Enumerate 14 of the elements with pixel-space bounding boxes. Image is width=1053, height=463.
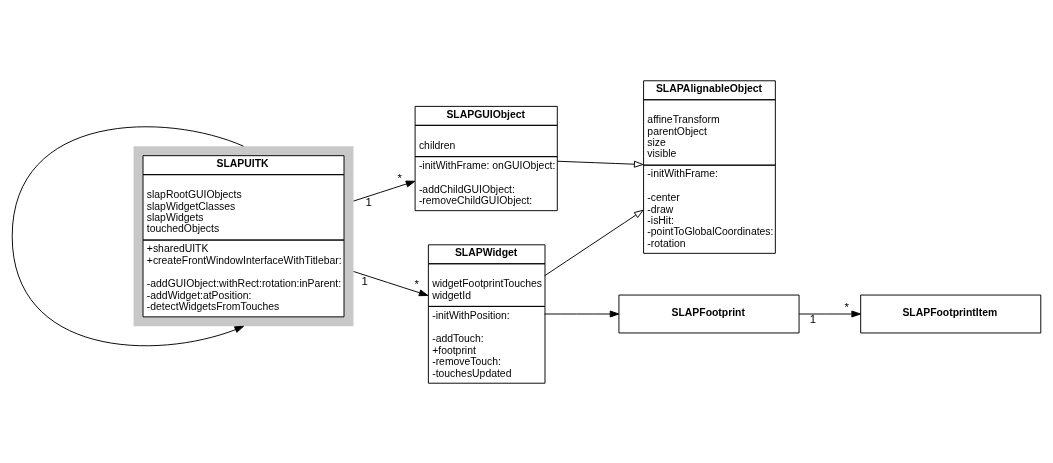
arrow <box>544 209 644 276</box>
arrow <box>353 180 416 201</box>
label: * <box>844 300 849 313</box>
label: 1 <box>809 312 817 325</box>
label: * <box>414 277 419 290</box>
arrow <box>11 125 244 346</box>
label: 1 <box>361 274 368 287</box>
arrow <box>544 310 620 317</box>
arrow <box>556 160 644 168</box>
node-box: SLAPUITK slapRootGUIObjects slapWidgetClasses slapWidgets touchedObjects +sharedUITK +createFrontWindowInterfaceWithTitlebar: -addGUIObject:withRect:rotation:inParent: -addWidget:atPosition: -detectWidgetsFromTouches <box>133 145 354 326</box>
label: * <box>397 171 402 184</box>
arrow <box>353 270 429 296</box>
arrow <box>798 310 861 317</box>
label: 1 <box>365 195 372 208</box>
